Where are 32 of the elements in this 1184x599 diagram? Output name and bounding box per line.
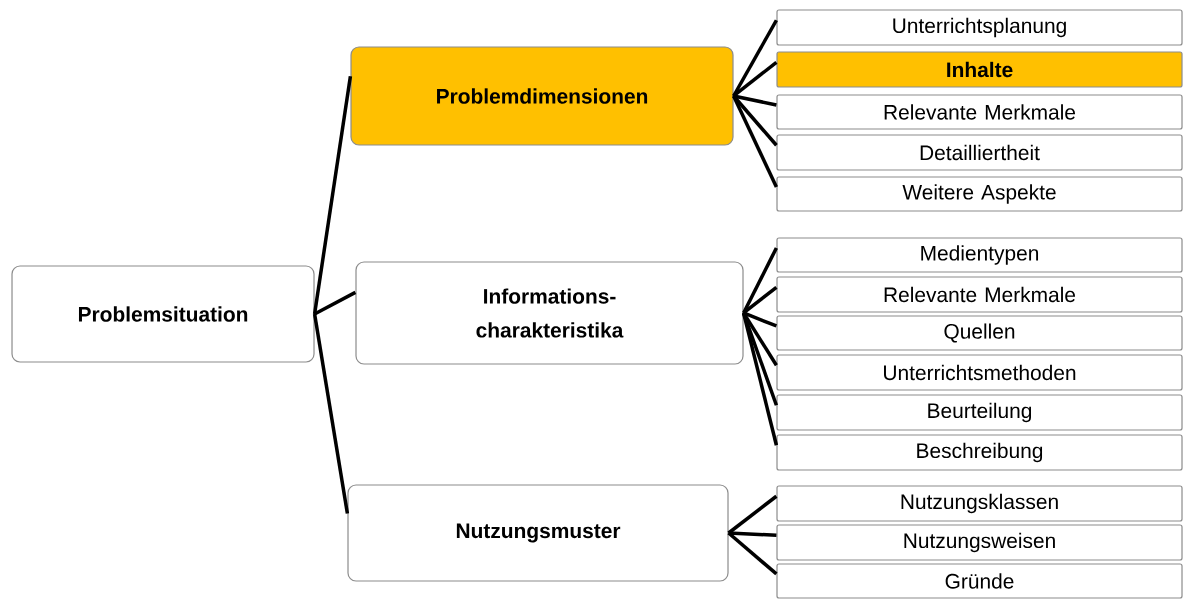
item-box: Relevante Merkmale — [776, 276, 1183, 313]
item-box: Detailliertheit — [776, 134, 1183, 171]
connector-line — [733, 94, 777, 107]
process-box: Problemdimensionen — [350, 46, 734, 146]
connector-line — [727, 531, 778, 576]
connector-line — [732, 94, 778, 147]
connector-line — [312, 75, 353, 315]
connector-line — [728, 531, 777, 537]
item-box: Medientypen — [776, 237, 1183, 273]
item-box: Beschreibung — [776, 434, 1183, 471]
item-box: Unterrichtsplanung — [776, 9, 1183, 46]
process-box: Nutzungsmuster — [347, 484, 729, 582]
connector-line — [732, 95, 778, 188]
item-box: Nutzungsklassen — [776, 485, 1183, 522]
connector-line — [741, 312, 779, 446]
connector-line — [732, 19, 778, 97]
item-box: Unterrichtsmethoden — [776, 354, 1183, 391]
item-box: Quellen — [776, 315, 1183, 351]
connector-line — [742, 247, 778, 314]
item-box: Relevante Merkmale — [776, 94, 1183, 130]
process-box: Problemsituation — [11, 265, 315, 363]
item-box: Nutzungsweisen — [776, 524, 1183, 561]
item-box: Gründe — [776, 563, 1183, 599]
item-box: Inhalte — [776, 51, 1183, 88]
process-box: Informations- charakteristika — [355, 261, 744, 365]
connector-line — [732, 60, 778, 98]
connector-line — [313, 290, 357, 316]
item-box: Weitere Aspekte — [776, 176, 1183, 212]
connector-line — [312, 313, 350, 514]
connector-line — [727, 494, 778, 535]
item-box: Beurteilung — [776, 394, 1183, 431]
connector-line — [742, 285, 778, 315]
